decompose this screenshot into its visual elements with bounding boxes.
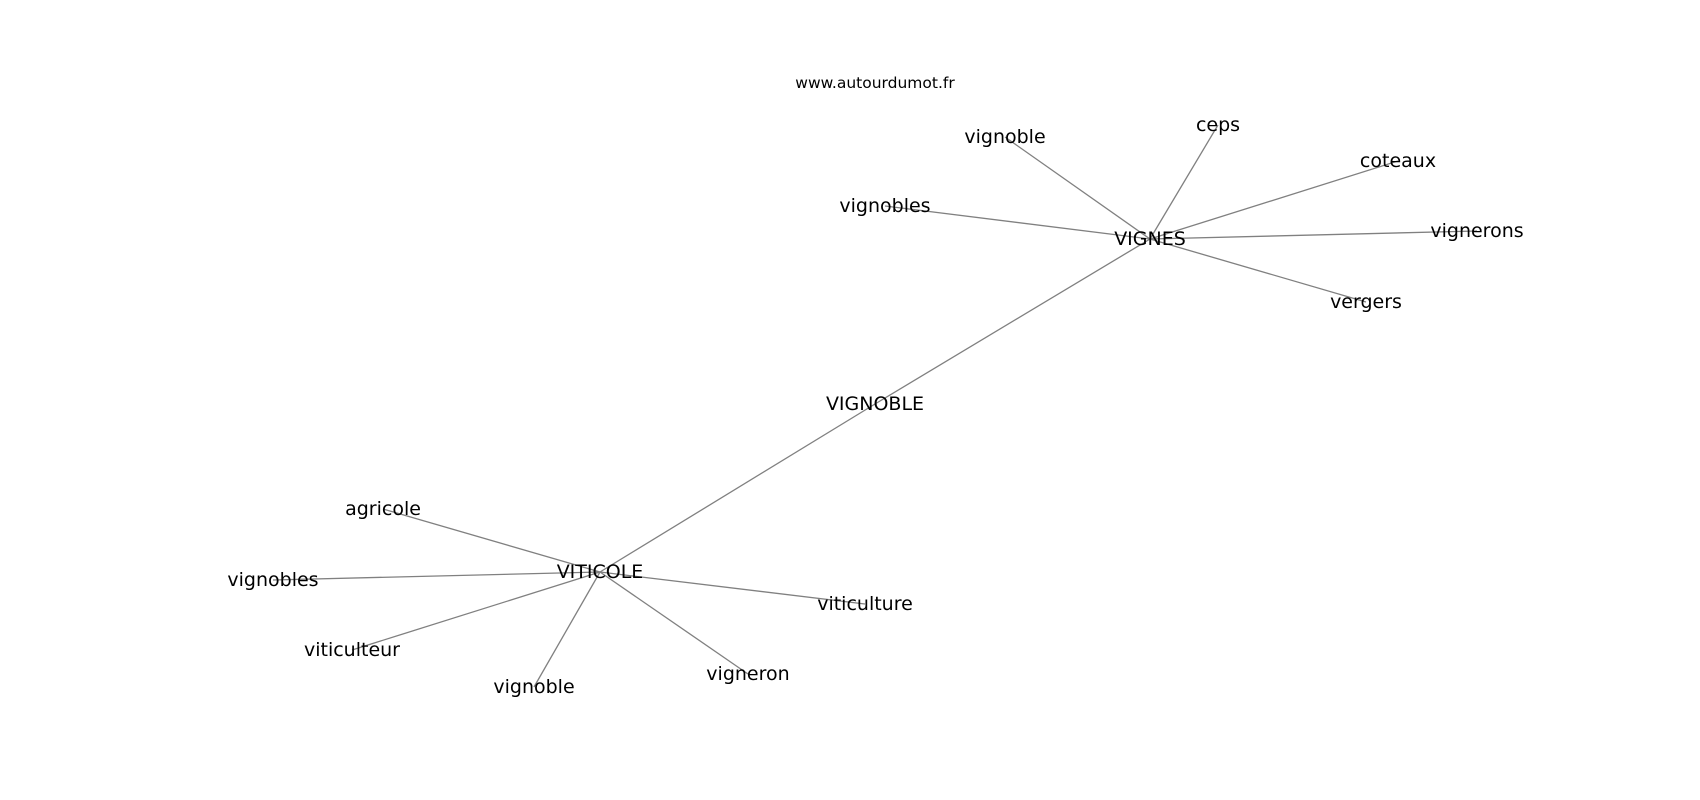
node-hub-viticole[interactable]: VITICOLE [557,561,644,583]
node-vignes-coteaux[interactable]: coteaux [1360,150,1436,172]
edge-vignes-ceps [1149,124,1219,240]
node-vignes-vignoble[interactable]: vignoble [964,126,1045,148]
node-viticole-viticulteur[interactable]: viticulteur [304,639,400,661]
node-vignes-vignerons[interactable]: vignerons [1430,220,1523,242]
node-viticole-agricole[interactable]: agricole [345,498,421,520]
edge-vignes-vignoble [1004,136,1151,240]
edge-vignoble-viticole [599,403,876,573]
edge-viticole-viticulture [599,571,866,605]
edge-viticole-vignobles [272,571,601,581]
node-vignes-ceps[interactable]: ceps [1196,114,1240,136]
edges-layer [272,124,1478,688]
edge-vignes-vignobles [884,205,1151,240]
edge-viticole-vignoble [533,571,601,688]
edge-vignes-vergers [1149,238,1367,303]
site-label[interactable]: www.autourdumot.fr [795,74,955,92]
edge-vignes-vignerons [1149,230,1478,240]
node-viticole-vignoble[interactable]: vignoble [493,676,574,698]
edge-viticole-vigneron [599,571,749,675]
node-center-label[interactable]: VIGNOBLE [826,393,924,415]
edge-vignes-coteaux [1149,160,1399,240]
node-viticole-vigneron[interactable]: vigneron [706,663,789,685]
edge-viticole-viticulteur [351,571,601,651]
node-vignes-vignobles[interactable]: vignobles [839,195,930,217]
edge-vignoble-vignes [874,238,1151,405]
node-hub-vignes[interactable]: VIGNES [1114,228,1186,250]
edge-viticole-agricole [382,508,601,573]
node-viticole-vignobles[interactable]: vignobles [227,569,318,591]
node-vignes-vergers[interactable]: vergers [1330,291,1402,313]
node-viticole-viticulture[interactable]: viticulture [817,593,913,615]
labels-layer: www.autourdumot.fr VIGNOBLE VIGNES vignobl… [227,74,1523,698]
